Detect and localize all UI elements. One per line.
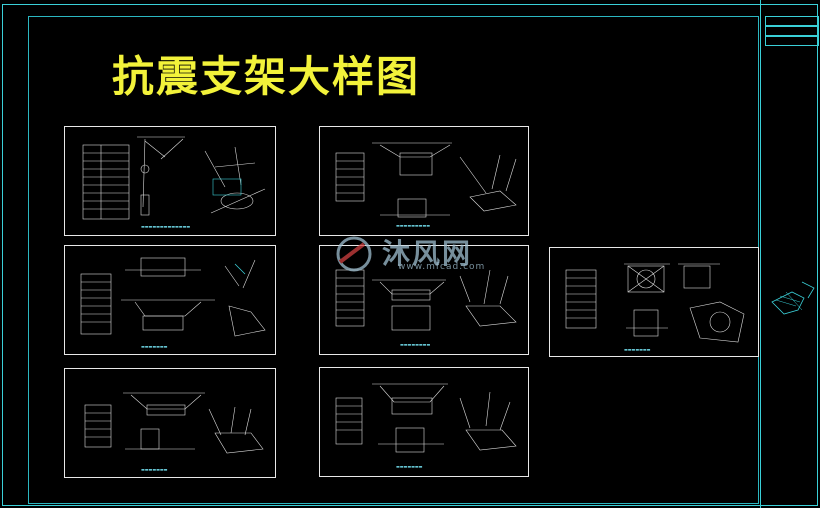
detail-drawing xyxy=(80,257,266,337)
detail-sheet-2: ▬▬▬▬▬▬▬▬▬ xyxy=(319,126,529,236)
outer-frame xyxy=(2,4,818,506)
title-block xyxy=(760,0,820,508)
sheet-caption: ▬▬▬▬▬▬▬ xyxy=(141,344,168,349)
detail-sheet-1: ▬▬▬▬▬▬▬▬▬▬▬▬▬ xyxy=(64,126,276,236)
detail-sheet-6: ▬▬▬▬▬▬▬ xyxy=(64,368,276,478)
detail-drawing xyxy=(82,136,266,220)
sheet-caption: ▬▬▬▬▬▬▬▬▬▬▬▬▬ xyxy=(141,224,191,229)
detail-drawing xyxy=(335,142,517,218)
detail-drawing xyxy=(84,392,264,454)
watermark-url: www.mfcad.com xyxy=(398,262,486,272)
detail-drawing xyxy=(565,263,745,343)
watermark-logo-icon xyxy=(336,236,372,272)
detail-sheet-5: ▬▬▬▬▬▬▬ xyxy=(549,247,759,357)
title-block-row xyxy=(765,16,819,26)
sheet-caption: ▬▬▬▬▬▬▬ xyxy=(141,467,168,472)
title-block-row xyxy=(765,26,819,36)
side-detail xyxy=(771,281,815,315)
sheet-caption: ▬▬▬▬▬▬▬ xyxy=(624,347,651,352)
detail-sheet-3: ▬▬▬▬▬▬▬ xyxy=(64,245,276,355)
drawing-title: 抗震支架大样图 xyxy=(112,52,421,101)
detail-sheet-4: ▬▬▬▬▬▬▬▬ xyxy=(319,245,529,355)
sheet-caption: ▬▬▬▬▬▬▬▬▬ xyxy=(396,223,431,228)
detail-drawing xyxy=(335,383,517,453)
sheet-caption: ▬▬▬▬▬▬▬▬ xyxy=(400,342,431,347)
watermark: 沐风网 www.mfcad.com xyxy=(330,232,500,278)
detail-sheet-7: ▬▬▬▬▬▬▬ xyxy=(319,367,529,477)
watermark-text: 沐风网 xyxy=(382,237,473,270)
sheet-caption: ▬▬▬▬▬▬▬ xyxy=(396,464,423,469)
title-block-row xyxy=(765,36,819,46)
